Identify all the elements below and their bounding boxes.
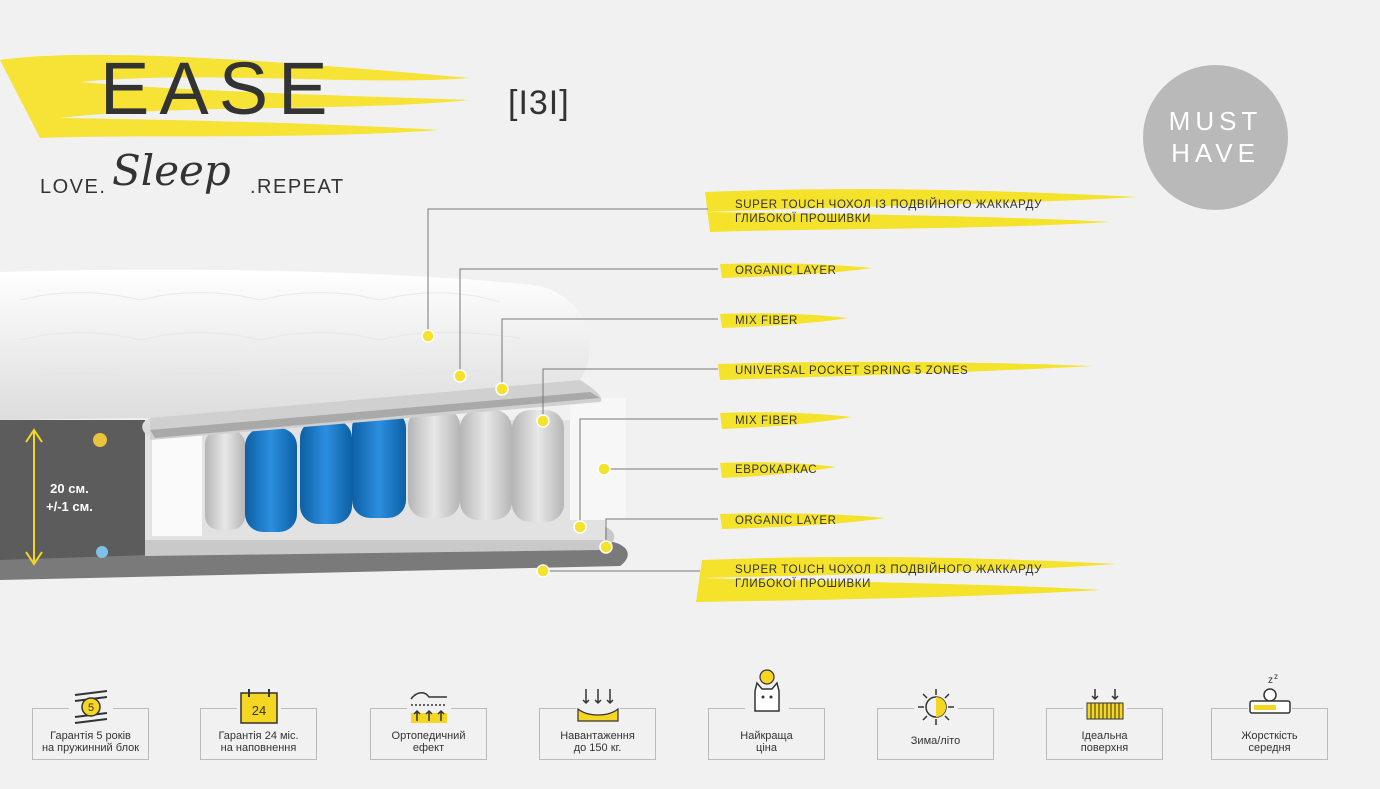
layer-label-line: ГЛИБОКОЇ ПРОШИВКИ [735, 578, 871, 590]
feature-load: Навантаження до 150 кг. [539, 687, 656, 760]
feature-label: Зима/літо [910, 735, 961, 747]
layer-label-bottom-cover: SUPER TOUCH ЧОХОЛ ІЗ ПОДВІЙНОГО ЖАККАРДУ… [735, 563, 1042, 591]
layer-label-organic-top: ORGANIC LAYER [735, 265, 837, 277]
layer-label-line: SUPER TOUCH ЧОХОЛ ІЗ ПОДВІЙНОГО ЖАККАРДУ [735, 564, 1043, 576]
svg-text:z: z [1268, 675, 1273, 686]
feature-label: ціна [756, 742, 777, 754]
feature-spring-warranty: 5 Гарантія 5 років на пружинний блок [32, 687, 149, 760]
layer-label-mix-fiber-top: MIX FIBER [735, 315, 798, 327]
feature-label: поверхня [1080, 742, 1129, 754]
height-tolerance: +/-1 см. [46, 499, 93, 514]
warranty-months: 24 [251, 703, 265, 718]
feature-label: до 150 кг. [573, 742, 622, 754]
feature-label: Гарантія 24 міс. [218, 730, 299, 742]
feature-orthopedic: Ортопедичний ефект [370, 687, 487, 760]
layer-label-organic-bottom: ORGANIC LAYER [735, 515, 837, 527]
badge-line2: HAVE [1171, 137, 1260, 168]
feature-label: на пружинний блок [41, 742, 140, 754]
feature-label: Ортопедичний [391, 730, 466, 742]
svg-text:z: z [1274, 672, 1278, 681]
feature-label: Ідеальна [1081, 730, 1128, 742]
feature-label: ефект [412, 742, 445, 754]
layer-label-eurocarcass: ЕВРОКАРКАС [735, 464, 818, 476]
feature-label: середня [1248, 742, 1291, 754]
tagline-right: .REPEAT [250, 176, 345, 198]
warranty-years: 5 [87, 702, 93, 714]
feature-label: Гарантія 5 років [50, 730, 131, 742]
surface-icon [1082, 687, 1127, 727]
brand-title: EASE [100, 47, 338, 130]
layer-label-line: ГЛИБОКОЇ ПРОШИВКИ [735, 213, 871, 225]
feature-firmness: z z Жорсткість середня [1211, 669, 1328, 760]
winter-summer-icon [913, 687, 958, 727]
mattress-height: 20 см. +/-1 см. [46, 480, 93, 516]
layer-label-top-cover: SUPER TOUCH ЧОХОЛ ІЗ ПОДВІЙНОГО ЖАККАРДУ… [735, 198, 1042, 226]
feature-best-price: Найкраща ціна [708, 669, 825, 760]
height-value: 20 см. [50, 481, 89, 496]
feature-filling-warranty: 24 Гарантія 24 міс. на наповнення [200, 687, 317, 760]
badge-line1: MUST [1168, 106, 1263, 137]
calendar-icon: 24 [236, 687, 281, 727]
feature-label: Навантаження [560, 730, 635, 742]
orthopedic-icon [406, 687, 451, 727]
feature-winter-summer: Зима/літо [877, 687, 994, 760]
load-icon [575, 687, 620, 727]
spring-warranty-icon: 5 [68, 687, 113, 727]
feature-label: на наповнення [220, 742, 297, 754]
layer-label-mix-fiber-bottom: MIX FIBER [735, 415, 798, 427]
cat-price-icon [744, 669, 789, 725]
layer-label-line: SUPER TOUCH ЧОХОЛ ІЗ ПОДВІЙНОГО ЖАККАРДУ [735, 199, 1043, 211]
feature-surface: Ідеальна поверхня [1046, 687, 1163, 760]
feature-label: Жорсткість [1241, 730, 1298, 742]
feature-label: Найкраща [740, 730, 793, 742]
must-have-badge: MUST HAVE [1143, 65, 1288, 210]
tagline-left: LOVE. [40, 176, 107, 198]
model-code: [I3I] [508, 84, 570, 122]
layer-label-spring-block: UNIVERSAL POCKET SPRING 5 ZONES [735, 365, 969, 377]
mattress-illustration [0, 269, 628, 580]
firmness-icon: z z [1247, 669, 1292, 725]
tagline-script: Sleep [112, 146, 231, 195]
